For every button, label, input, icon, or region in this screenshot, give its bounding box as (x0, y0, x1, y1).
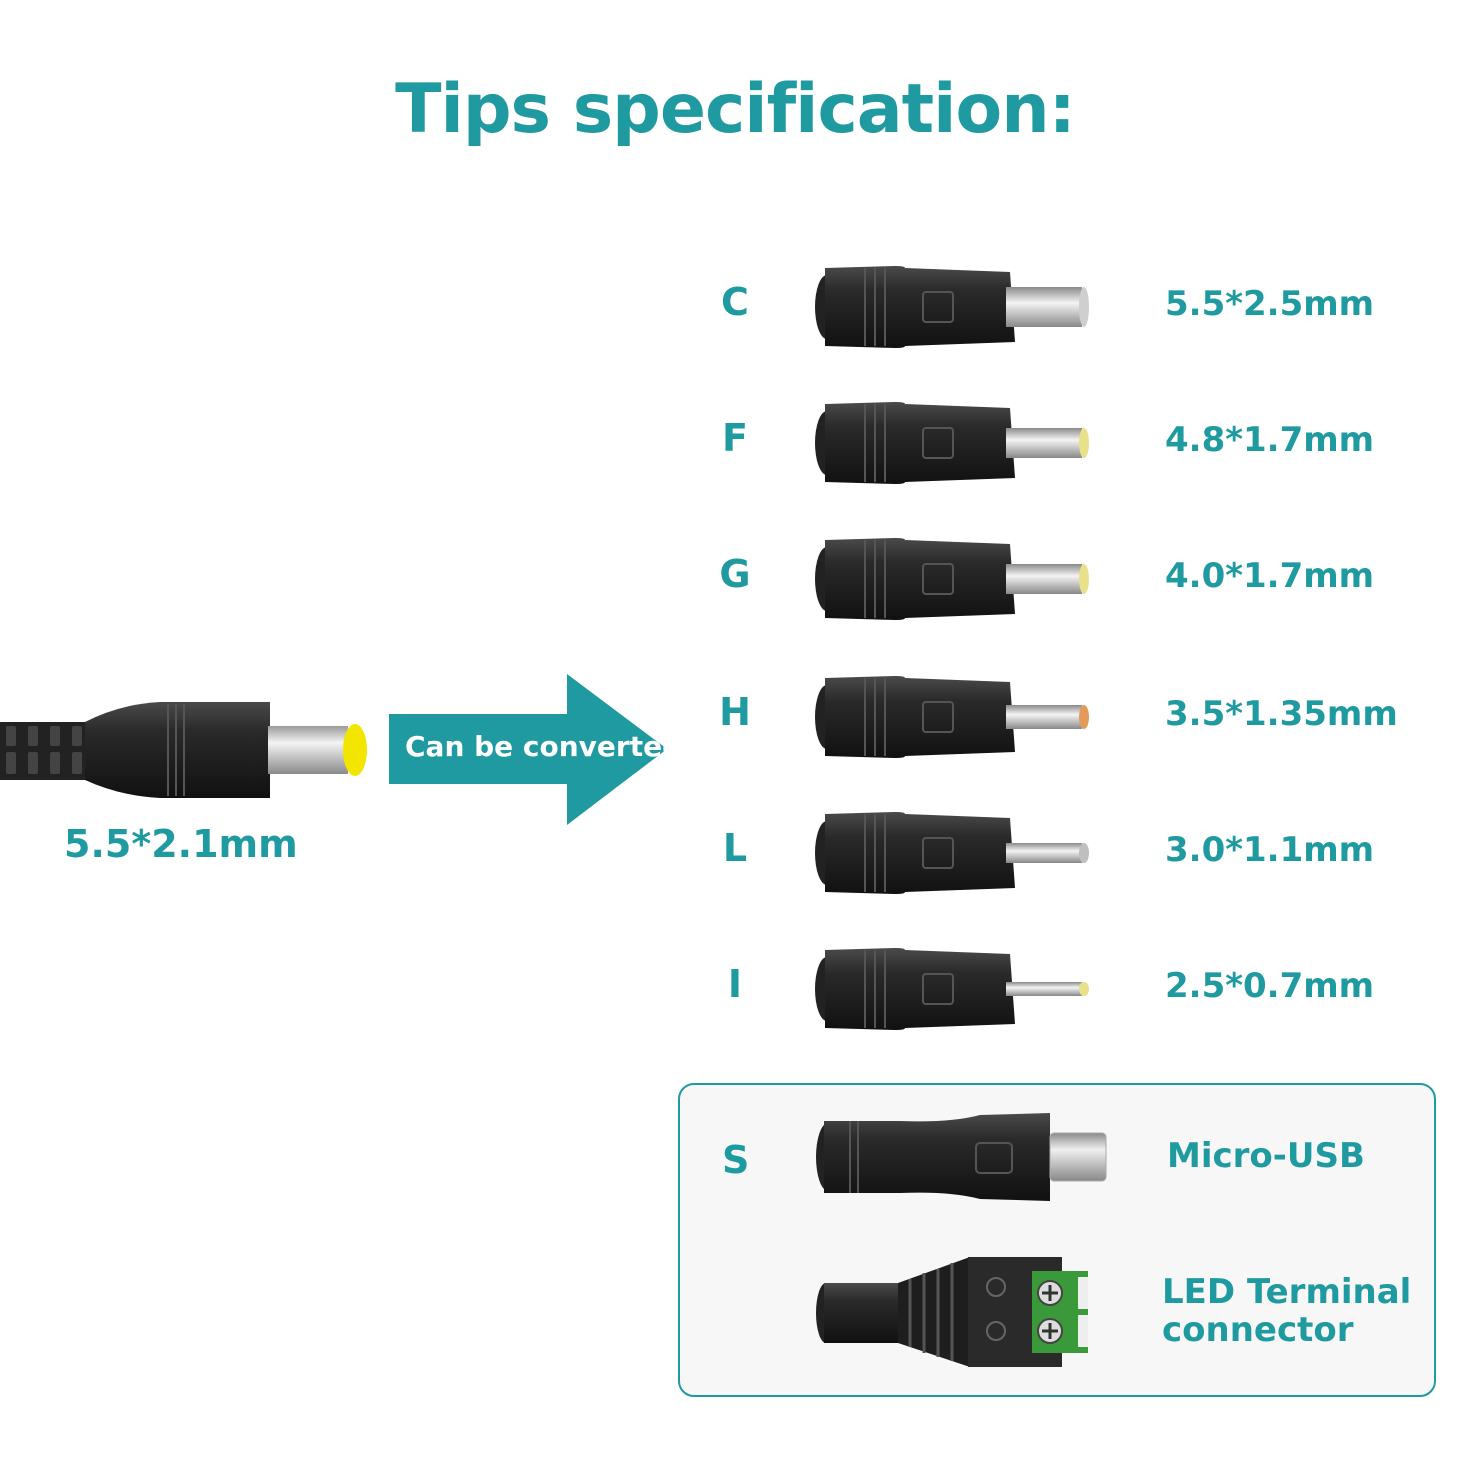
tip-spec: 5.5*2.5mm (1165, 284, 1375, 324)
tip-letter: I (727, 962, 743, 1006)
tip-adapter-icon (815, 266, 1089, 348)
led-terminal-label-line1: LED Terminal (1162, 1272, 1412, 1312)
main-plug-icon (0, 702, 367, 798)
micro-usb-adapter-icon (816, 1113, 1107, 1201)
tip-adapter-icon (815, 676, 1089, 758)
tip-spec: 3.0*1.1mm (1165, 830, 1375, 870)
tip-letter-s: S (722, 1138, 750, 1182)
led-terminal-label-line2: connector (1162, 1310, 1354, 1350)
led-terminal-adapter-icon (816, 1257, 1088, 1367)
tip-spec: 2.5*0.7mm (1165, 966, 1375, 1006)
arrow-right-icon (389, 674, 667, 825)
tip-letter: H (719, 690, 751, 734)
tip-spec: 4.0*1.7mm (1165, 556, 1375, 596)
tip-letter: C (721, 280, 749, 324)
tip-adapter-icon (815, 812, 1089, 894)
main-connector-spec: 5.5*2.1mm (64, 822, 298, 866)
tip-spec: 4.8*1.7mm (1165, 420, 1375, 460)
tip-letter: F (722, 416, 748, 460)
tip-letter: L (722, 826, 748, 870)
tip-adapter-icon (815, 538, 1089, 620)
arrow-label: Can be converted (405, 730, 683, 763)
tip-adapter-icon (815, 402, 1089, 484)
tip-adapter-icon (815, 948, 1089, 1030)
page-title: Tips specification: (395, 70, 1076, 149)
special-adapters-box: S Micro-USB (678, 1083, 1436, 1397)
tip-spec: 3.5*1.35mm (1165, 694, 1398, 734)
tip-letter: G (719, 552, 751, 596)
micro-usb-label: Micro-USB (1167, 1136, 1365, 1176)
